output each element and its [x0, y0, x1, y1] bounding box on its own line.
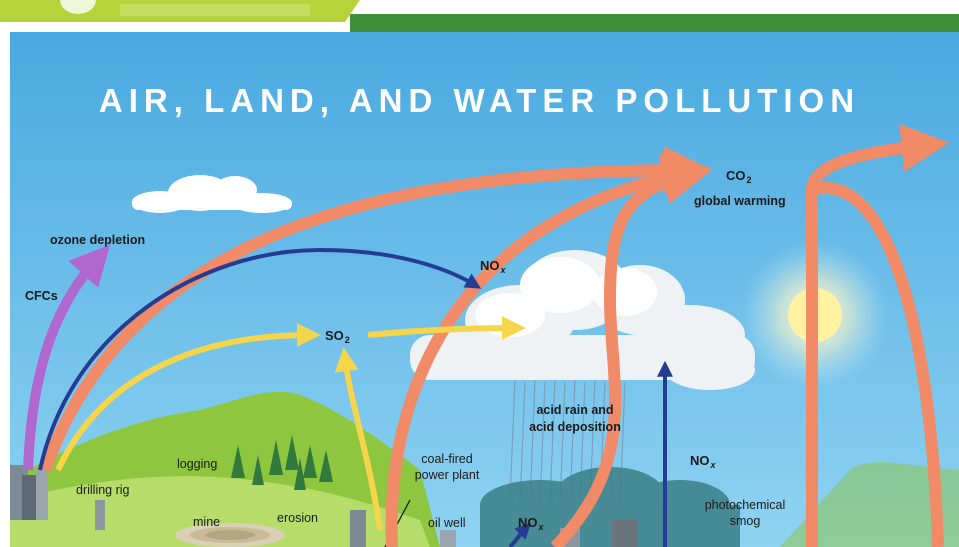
- nox-arrow-top: [38, 247, 482, 471]
- acid-rain-label: acid rain and acid deposition: [529, 403, 621, 434]
- nox-bottom-label: NOx: [518, 515, 544, 532]
- co2-arrow-from-city: [39, 146, 712, 473]
- diagram-title: AIR, LAND, AND WATER POLLUTION: [98, 82, 861, 119]
- so2-label: SO2: [325, 328, 350, 345]
- forest-icon: [231, 435, 333, 490]
- cfcs-label: CFCs: [25, 289, 58, 303]
- coal-power-plant-label: coal-fired power plant: [414, 452, 480, 482]
- co2-label: CO2: [726, 168, 752, 185]
- co2-arrow-right-down: [810, 182, 944, 547]
- co2-arrow-from-plant: [385, 153, 712, 547]
- nox-arrows: [38, 247, 673, 547]
- nox-right-label: NOx: [690, 453, 716, 470]
- drilling-rig-label: drilling rig: [76, 483, 130, 497]
- logging-label: logging: [177, 457, 218, 471]
- ozone-depletion-label: ozone depletion: [50, 233, 146, 247]
- co2-arrows: [39, 123, 950, 547]
- so2-arrow-to-cloud: [367, 316, 526, 341]
- nox-top-label: NOx: [480, 258, 506, 275]
- oil-well-label: oil well: [428, 516, 466, 530]
- landscape: [10, 391, 959, 547]
- nox-arrow-bottom: [508, 522, 532, 547]
- so2-arrow-from-plant: [334, 347, 383, 531]
- co2-arrow-from-smog: [550, 157, 712, 547]
- cfc-arrow: [23, 244, 111, 471]
- small-cloud-icon: [132, 175, 292, 213]
- erosion-label: erosion: [277, 511, 318, 525]
- photochemical-smog-label: photochemical smog: [704, 498, 786, 528]
- so2-arrow-from-city: [55, 323, 321, 472]
- so2-arrows: [55, 316, 526, 531]
- top-banner: [0, 0, 959, 32]
- mine-label: mine: [193, 515, 221, 529]
- global-warming-label: global warming: [694, 194, 786, 208]
